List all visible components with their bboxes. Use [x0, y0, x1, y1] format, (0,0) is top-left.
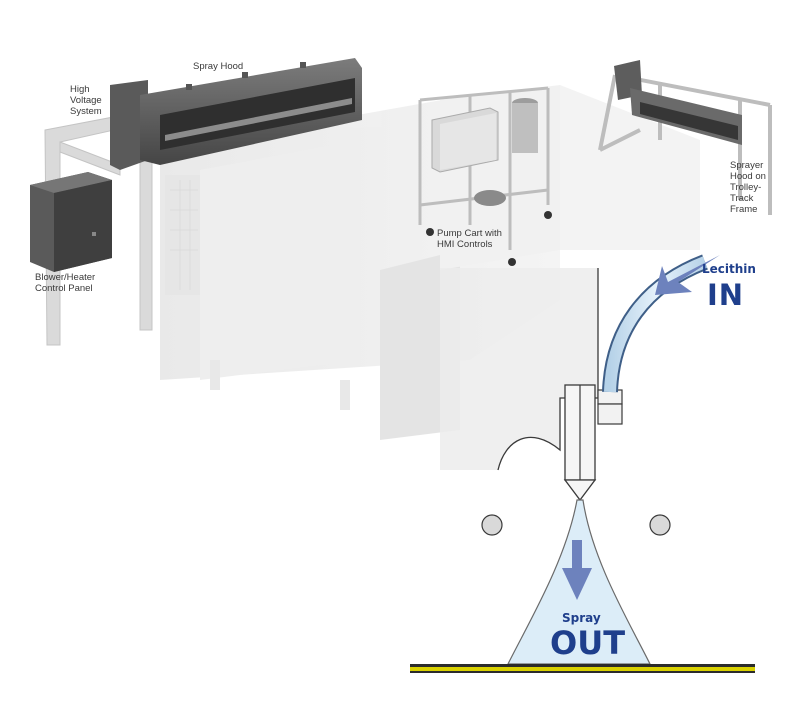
pump-cart — [418, 86, 552, 266]
spray-hood-label: Spray Hood — [193, 61, 244, 72]
lecithin-in-arrow — [655, 255, 720, 295]
trolley-track-sprayer-hood — [598, 60, 772, 215]
out-label: OUT — [550, 624, 626, 662]
high-voltage-system-label: High Voltage System — [70, 84, 102, 117]
in-label: IN — [707, 278, 745, 312]
lecithin-label: Lecithin — [702, 262, 756, 276]
support-frame — [44, 109, 153, 346]
conveyor-belt — [410, 664, 755, 673]
pump-cart-label: Pump Cart with HMI Controls — [437, 228, 502, 250]
sprayer-hood-trolley-label: Sprayer Hood on Trolley-Track Frame — [730, 160, 766, 215]
left-roller — [481, 514, 503, 536]
blower-heater-control-panel — [30, 172, 112, 272]
spray-hood — [110, 58, 362, 170]
right-roller — [649, 514, 671, 536]
spray-out-arrow — [562, 540, 592, 600]
spray-label: Spray — [562, 611, 601, 625]
nozzle-cross-section — [440, 268, 623, 502]
blower-heater-panel-label: Blower/Heater Control Panel — [35, 272, 96, 294]
